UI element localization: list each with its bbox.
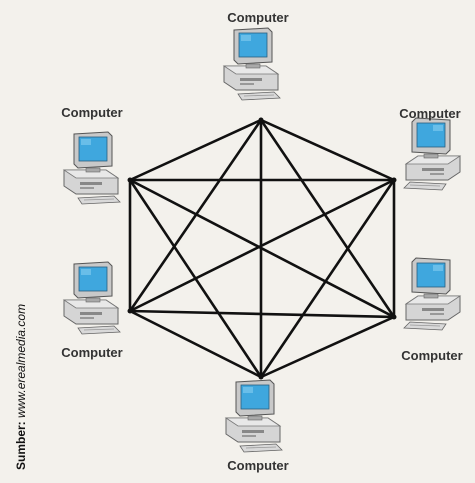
connection-line-n1-n5 — [128, 118, 263, 313]
computer-node-1: Computer — [222, 10, 289, 123]
desktop-computer-icon — [62, 261, 121, 335]
hub-point — [127, 177, 133, 183]
computer-label: Computer — [227, 458, 288, 473]
desktop-computer-icon — [222, 27, 281, 101]
hub-point — [258, 374, 264, 380]
computer-label: Computer — [61, 105, 122, 120]
desktop-computer-icon — [62, 131, 121, 205]
desktop-computer-icon — [403, 117, 462, 191]
computer-label: Computer — [401, 348, 462, 363]
computer-node-6: Computer — [61, 105, 133, 205]
hub-point — [258, 117, 264, 123]
computer-node-3: Computer — [391, 257, 463, 363]
connection-line-n1-n6 — [128, 118, 263, 182]
desktop-computer-icon — [403, 257, 462, 331]
computer-label: Computer — [61, 345, 122, 360]
computer-node-4: Computer — [224, 374, 289, 473]
connection-line-n2-n4 — [259, 178, 396, 379]
connection-line-n3-n5 — [128, 309, 396, 319]
computer-node-5: Computer — [61, 261, 133, 360]
connection-line-n1-n2 — [259, 118, 396, 182]
connection-line-n4-n5 — [128, 309, 263, 379]
computer-label: Computer — [399, 106, 460, 121]
source-url: www.erealmedia.com — [14, 303, 28, 418]
connection-line-n2-n5 — [128, 178, 396, 313]
connection-lines — [128, 118, 396, 379]
source-caption: Sumber: www.erealmedia.com — [14, 304, 28, 470]
computer-nodes: ComputerComputerComputerComputerComputer… — [61, 10, 462, 473]
computer-label: Computer — [227, 10, 288, 25]
connection-line-n3-n4 — [259, 315, 396, 379]
desktop-computer-icon — [224, 379, 283, 453]
connection-line-n3-n6 — [128, 178, 396, 319]
source-label: Sumber: — [14, 421, 28, 470]
hub-point — [391, 314, 397, 320]
computer-node-2: Computer — [391, 106, 462, 191]
hub-point — [127, 308, 133, 314]
connection-line-n1-n3 — [259, 118, 396, 319]
hub-point — [391, 177, 397, 183]
connection-line-n4-n6 — [128, 178, 263, 379]
